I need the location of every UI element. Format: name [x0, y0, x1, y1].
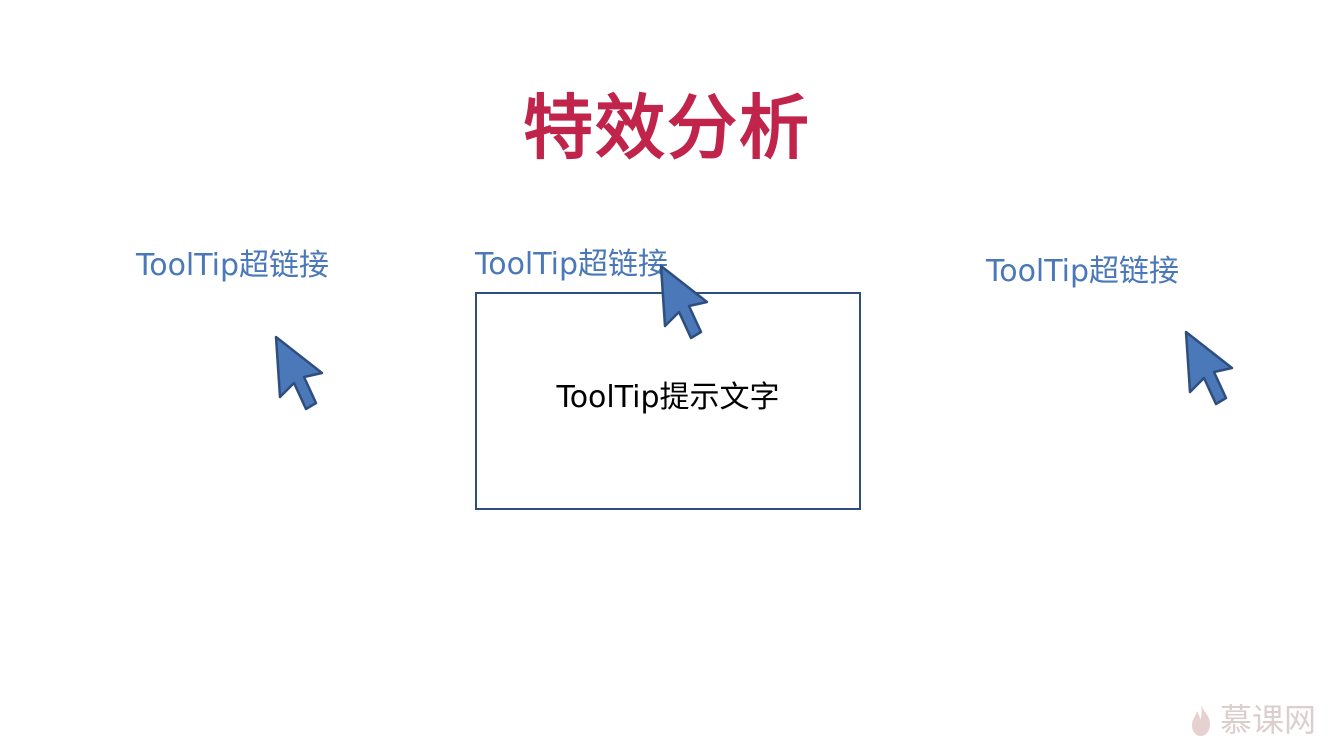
tooltip-text: ToolTip提示文字 — [556, 380, 780, 415]
mouse-cursor-icon — [274, 335, 324, 411]
watermark-text: 慕课网 — [1219, 701, 1316, 739]
mouse-cursor-icon — [659, 264, 709, 340]
slide-title: 特效分析 — [523, 87, 811, 169]
watermark: 慕课网 — [1188, 700, 1316, 740]
tooltip-link-after[interactable]: ToolTip超链接 — [986, 254, 1180, 289]
mouse-cursor-icon — [1184, 330, 1234, 406]
tooltip-popup: ToolTip提示文字 — [475, 292, 861, 510]
tooltip-link-hovered[interactable]: ToolTip超链接 — [475, 247, 669, 282]
flame-icon — [1191, 704, 1210, 736]
tooltip-link-normal[interactable]: ToolTip超链接 — [136, 248, 330, 283]
